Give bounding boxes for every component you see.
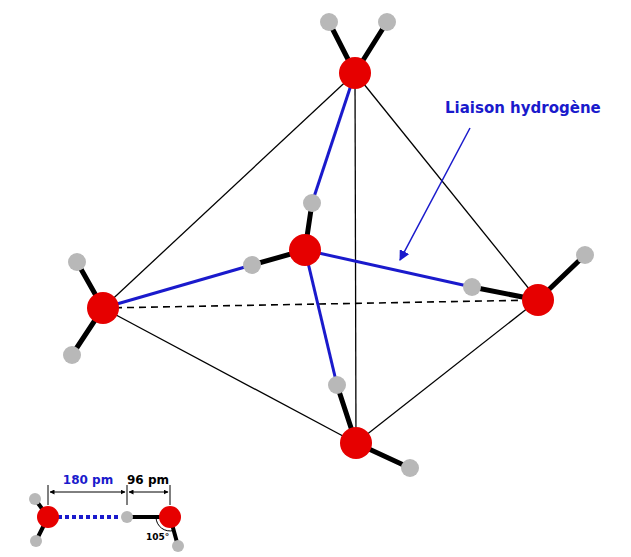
inset-dimer [29,485,184,552]
callout-label: Liaison hydrogène [445,100,601,117]
hydrogen-atoms [63,13,594,477]
tetrahedron-edges [103,73,538,443]
callout-arrow [400,128,470,260]
hydrogen-bonds [103,73,472,385]
dimension-label: 96 pm [127,474,169,487]
dimension-label: 180 pm [63,474,113,487]
covalent-bonds [72,22,585,468]
oxygen-atoms [87,57,554,459]
angle-label: 105° [146,533,169,543]
